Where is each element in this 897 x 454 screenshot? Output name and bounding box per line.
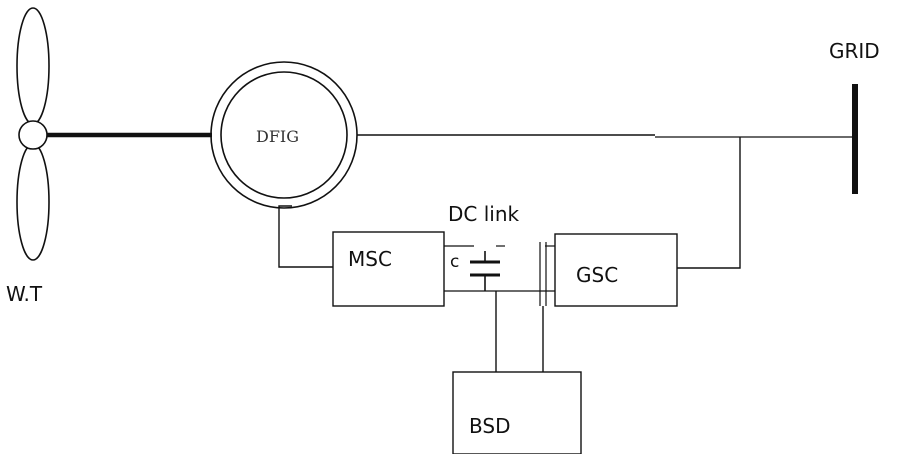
dc-link-rails xyxy=(444,242,555,306)
dc-link-label: DC link xyxy=(448,202,520,226)
wind-turbine xyxy=(16,7,50,261)
turbine-blade-bottom xyxy=(16,143,50,261)
rotor-to-msc-line xyxy=(278,205,333,268)
gsc-label: GSC xyxy=(576,263,618,287)
wind-turbine-label: W.T xyxy=(6,282,43,306)
gsc-box xyxy=(554,233,678,307)
dc-link-capacitor xyxy=(470,251,500,291)
bsd-label: BSD xyxy=(469,414,510,438)
grid-label: GRID xyxy=(829,39,880,63)
msc-label: MSC xyxy=(348,247,392,271)
gsc-to-grid-line xyxy=(677,137,741,269)
dfig-inner-ring xyxy=(220,71,348,199)
dfig-label: DFIG xyxy=(256,127,299,146)
turbine-hub xyxy=(18,120,48,150)
turbine-blade-top xyxy=(16,7,50,125)
capacitor-label: c xyxy=(450,252,459,272)
bsd-box xyxy=(452,371,582,454)
msc-box xyxy=(332,231,445,307)
